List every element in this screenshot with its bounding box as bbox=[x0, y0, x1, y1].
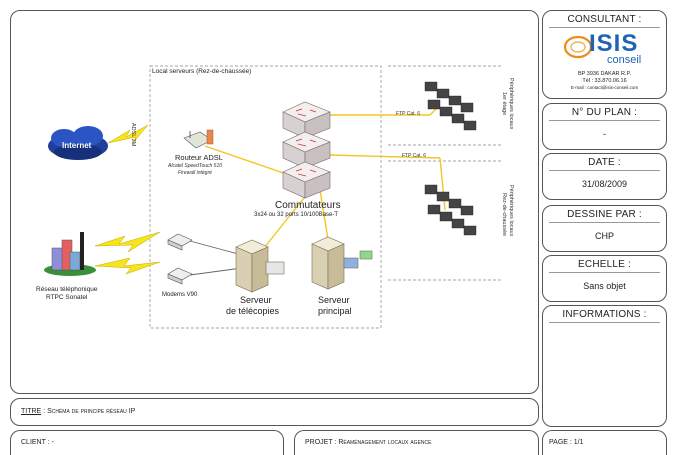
pstn-building-icon bbox=[44, 232, 96, 276]
information-header: INFORMATIONS : bbox=[562, 309, 647, 320]
plan-number-value: - bbox=[603, 129, 606, 139]
project-label: PROJET : bbox=[305, 439, 339, 446]
upper-workstations-icon bbox=[424, 81, 477, 131]
router-title: Routeur ADSL bbox=[175, 153, 223, 162]
pstn-label-1: Réseau téléphonique bbox=[36, 286, 98, 293]
adsl-link-label: ADSL 2M bbox=[130, 123, 136, 147]
isis-logo: ISIS conseil bbox=[563, 30, 653, 70]
page-cell: PAGE : 1/1 bbox=[542, 430, 667, 455]
plan-number-header: N° DU PLAN : bbox=[571, 107, 638, 118]
main-server-icon bbox=[311, 236, 373, 290]
title-row: TITRE : Schéma de principe réseau IP bbox=[10, 398, 539, 426]
scale-panel: ECHELLE : Sans objet bbox=[542, 255, 667, 302]
title-label: TITRE bbox=[21, 408, 42, 415]
periph-lower-label-2: Rez-de-chaussée bbox=[501, 193, 507, 237]
switches-title: Commutateurs bbox=[275, 200, 341, 211]
router-firewall: Firewall intégré bbox=[178, 170, 212, 176]
drawn-by-header: DESSINE PAR : bbox=[567, 209, 642, 220]
date-header: DATE : bbox=[588, 157, 621, 168]
lightning-links bbox=[94, 124, 161, 275]
ftp-link-lower: FTP Cat. 6 bbox=[402, 153, 427, 159]
project-value: Réaménagement locaux agence bbox=[338, 439, 432, 446]
network-links bbox=[204, 104, 446, 254]
upper-periph-zone bbox=[388, 65, 502, 146]
fax-server-icon bbox=[235, 239, 285, 293]
drawn-by-value: CHP bbox=[594, 231, 614, 241]
title-value: : Schéma de principe réseau IP bbox=[43, 408, 136, 415]
periph-upper-label-1: Périphériques locaux bbox=[508, 78, 514, 130]
internet-cloud-icon bbox=[48, 126, 108, 160]
consultant-address-3: E-mail : contact@isis-conseil.com bbox=[570, 85, 639, 90]
consultant-address-2: Tél : 33.870.06.16 bbox=[582, 78, 627, 84]
consultant-panel: CONSULTANT : ISIS conseil BP 3936 DAKAR … bbox=[542, 10, 667, 99]
switch-stack-icon bbox=[282, 101, 331, 199]
main-server-label-2: principal bbox=[318, 306, 352, 316]
plan-number-panel: N° DU PLAN : - bbox=[542, 103, 667, 150]
router-model: Alcatel SpeedTouch 510 bbox=[168, 163, 223, 169]
lower-periph-zone bbox=[388, 160, 502, 281]
client-cell: CLIENT : - bbox=[10, 430, 284, 455]
scale-header: ECHELLE : bbox=[578, 259, 631, 270]
periph-lower-label-1: Périphériques locaux bbox=[508, 185, 514, 237]
ftp-link-upper: FTP Cat. 6 bbox=[396, 111, 421, 117]
adsl-router-icon bbox=[183, 129, 214, 149]
local-servers-label: Local serveurs (Rez-de-chaussée) bbox=[152, 68, 252, 75]
date-value: 31/08/2009 bbox=[581, 179, 628, 189]
local-servers-area bbox=[149, 65, 382, 329]
main-server-label-1: Serveur bbox=[318, 295, 350, 305]
page-label: PAGE : 1/1 bbox=[549, 439, 584, 446]
date-panel: DATE : 31/08/2009 bbox=[542, 153, 667, 200]
logo-subtext: conseil bbox=[607, 54, 642, 66]
modems-label: Modems V90 bbox=[162, 292, 198, 298]
modem-links bbox=[189, 240, 243, 276]
scale-value: Sans objet bbox=[583, 281, 626, 291]
lower-workstations-icon bbox=[424, 184, 477, 236]
project-cell: PROJET : Réaménagement locaux agence bbox=[294, 430, 539, 455]
pstn-label-2: RTPC Sonatel bbox=[46, 294, 88, 301]
information-panel: INFORMATIONS : bbox=[542, 305, 667, 427]
modem-icons bbox=[167, 233, 193, 285]
consultant-address-1: BP 3936 DAKAR R.P. bbox=[578, 71, 631, 77]
consultant-header: CONSULTANT : bbox=[567, 14, 642, 25]
internet-label: Internet bbox=[62, 141, 92, 150]
fax-server-label-1: Serveur bbox=[240, 295, 272, 305]
switches-desc: 3x24 ou 32 ports 10/100Base-T bbox=[254, 212, 339, 218]
client-label: CLIENT : - bbox=[21, 439, 54, 446]
drawn-by-panel: DESSINE PAR : CHP bbox=[542, 205, 667, 252]
logo-swirl-icon bbox=[563, 35, 593, 59]
fax-server-label-2: de télécopies bbox=[226, 306, 280, 316]
periph-upper-label-2: 1er étage bbox=[501, 92, 507, 116]
logo-text: ISIS bbox=[589, 30, 639, 57]
